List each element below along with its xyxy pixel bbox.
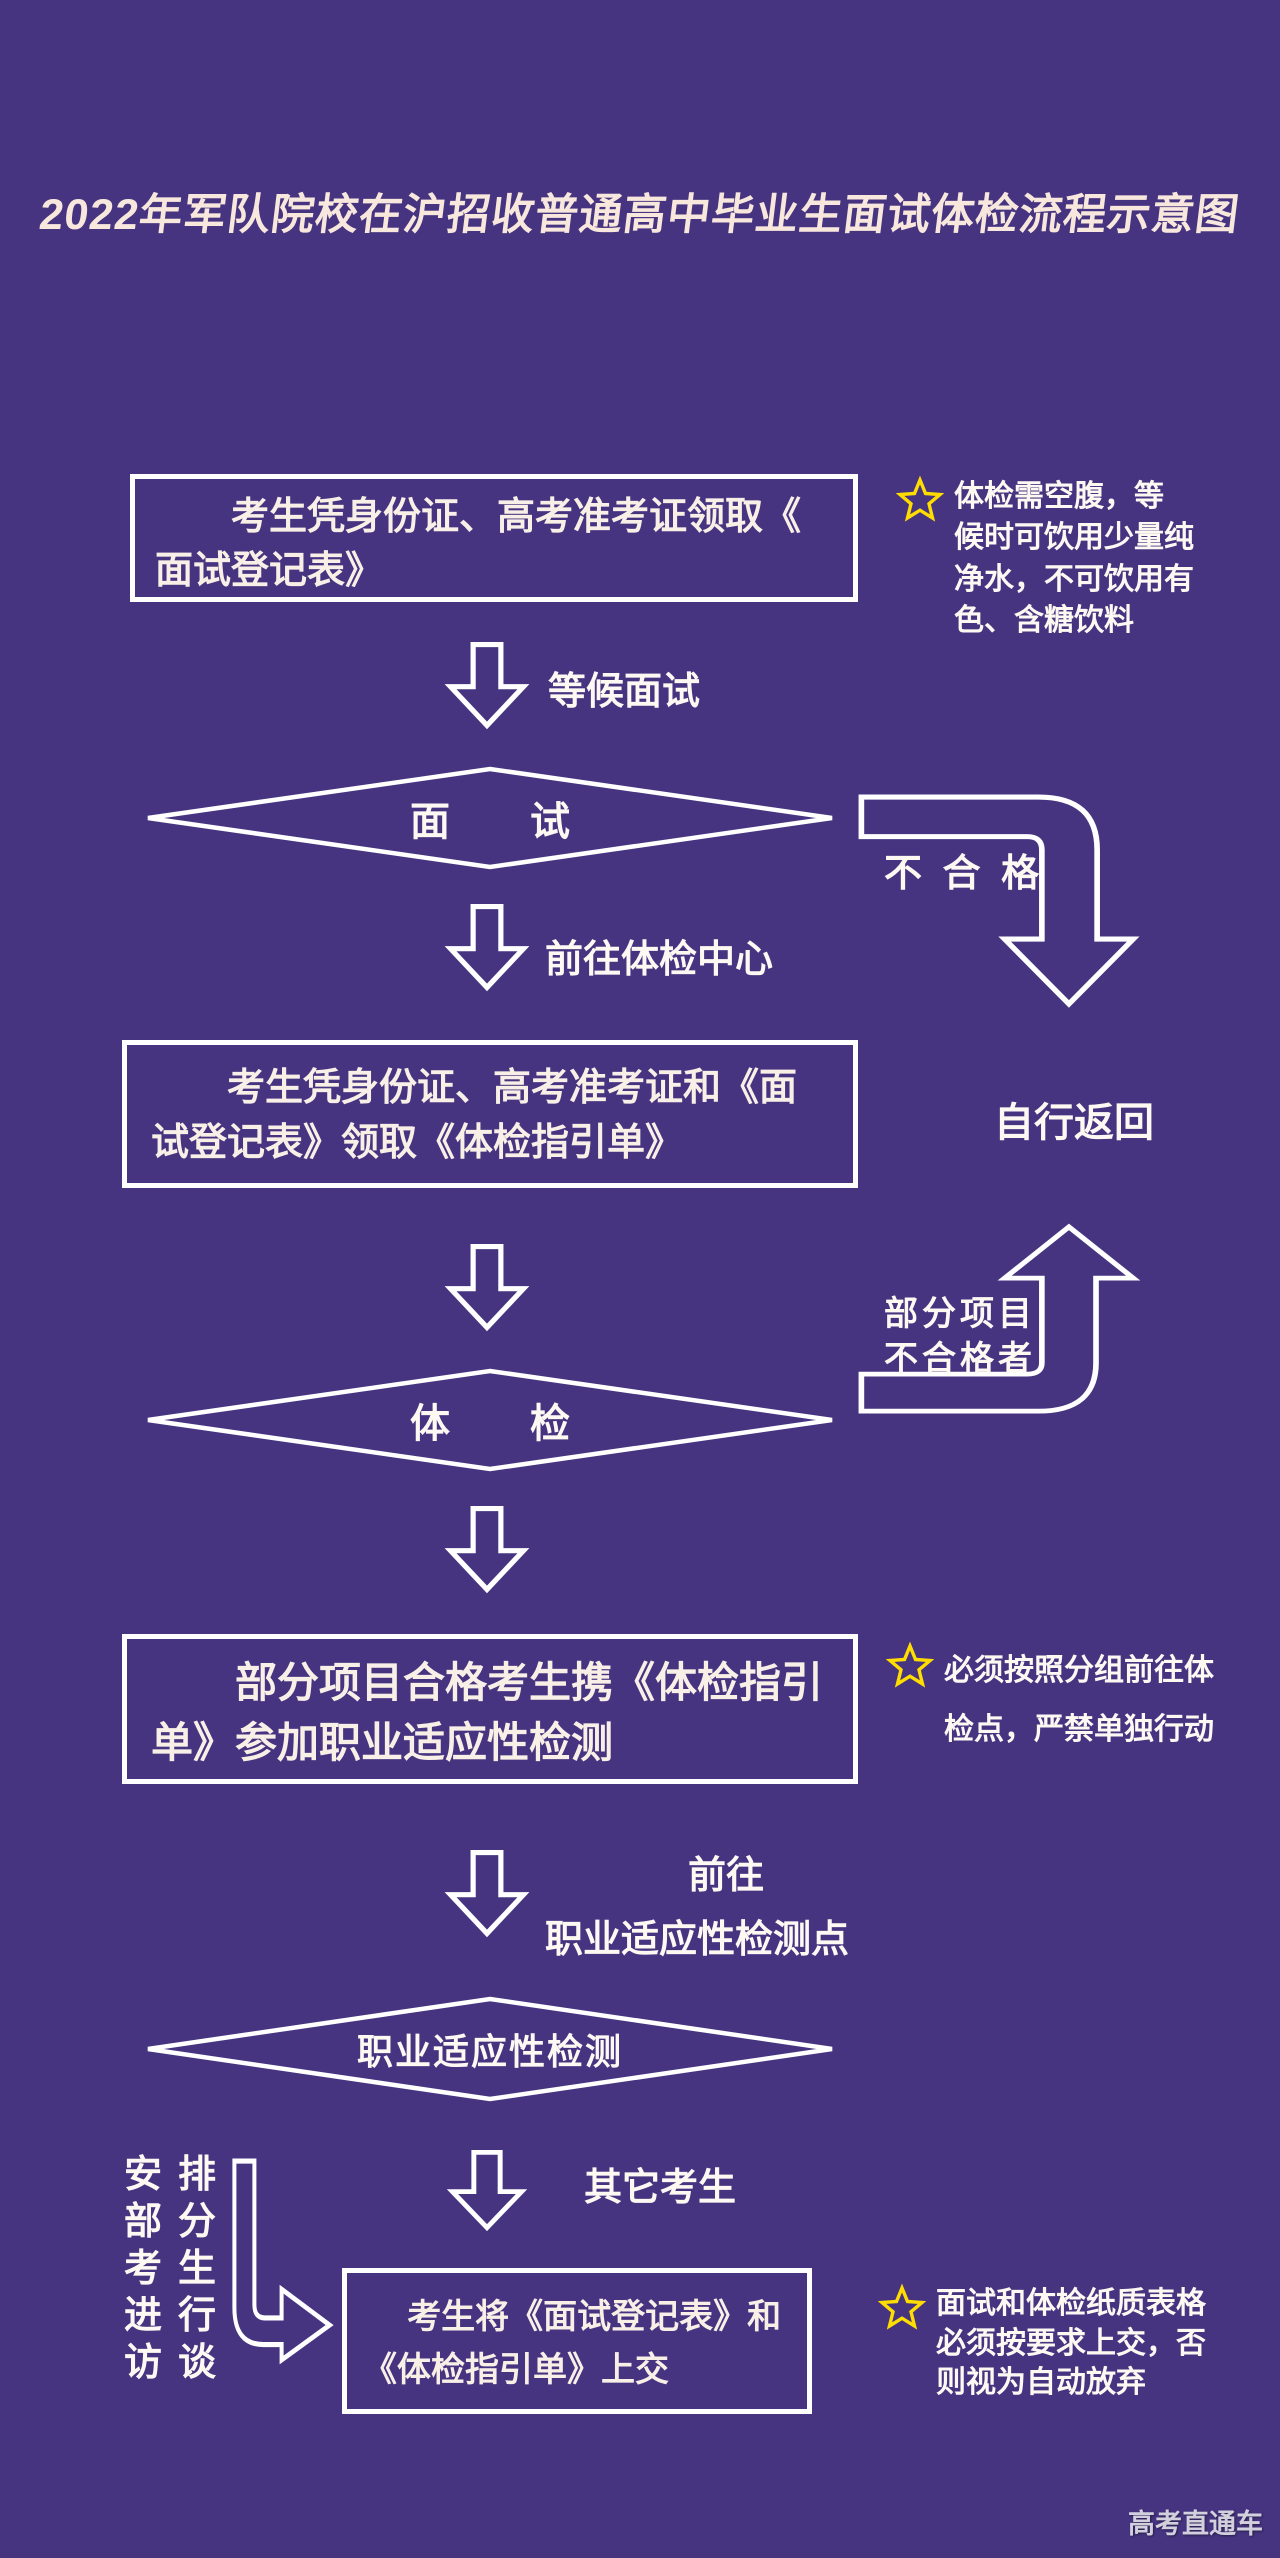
label-arrange-row: 进行 — [124, 2295, 233, 2337]
down-arrow-icon — [444, 642, 530, 730]
note-line: 必须按要求上交，否 — [936, 2326, 1206, 2360]
step-box-line: 面试登记表》 — [155, 549, 384, 592]
step-box-line: 单》参加职业适应性检测 — [151, 1718, 614, 1766]
star-icon — [895, 475, 945, 522]
watermark: 高考直通车 — [1128, 2509, 1263, 2539]
step-box-get-guide-form: 考生凭身份证、高考准考证和《面 试登记表》领取《体检指引单》 — [122, 1040, 858, 1188]
label-other-candidates: 其它考生 — [584, 2167, 737, 2209]
step-box-line: 考生将《面试登记表》和 — [407, 2298, 782, 2336]
label-partial-fail-line: 部分项目 — [884, 1295, 1036, 1333]
step-box-line: 考生凭身份证、高考准考证和《面 — [227, 1067, 798, 1109]
note-line: 色、含糖饮料 — [954, 604, 1134, 638]
label-go-to: 前往 — [688, 1855, 765, 1897]
label-arrange-row: 安排 — [124, 2154, 233, 2196]
note-line: 检点，严禁单独行动 — [944, 1712, 1214, 1746]
down-arrow-icon — [444, 1506, 530, 1594]
elbow-arrow-right-down-icon — [858, 794, 1140, 1008]
label-wait-interview: 等候面试 — [548, 671, 701, 713]
note-line: 体检需空腹，等 — [954, 480, 1164, 513]
note-line: 净水，不可饮用有 — [954, 562, 1194, 596]
step-box-line: 《体检指引单》上交 — [363, 2350, 669, 2389]
diamond-shape — [147, 1996, 833, 2102]
step-box-get-interview-form: 考生凭身份证、高考准考证领取《 面试登记表》 — [130, 474, 858, 602]
decision-label: 职业适应性检测 — [356, 2031, 623, 2072]
label-arrange-row: 访谈 — [124, 2342, 233, 2384]
step-box-line: 考生凭身份证、高考准考证领取《 — [231, 496, 802, 538]
label-self-return: 自行返回 — [994, 1101, 1154, 1145]
step-box-submit-forms: 考生将《面试登记表》和 《体检指引单》上交 — [342, 2268, 812, 2414]
note-line: 面试和体检纸质表格 — [936, 2287, 1206, 2320]
down-arrow-icon — [444, 1850, 530, 1938]
diamond-shape — [147, 766, 833, 870]
label-arrange-interview: 安排 部分 考生 进行 访谈 — [124, 2152, 232, 2387]
label-partial-fail: 部分项目 不合格者 — [884, 1292, 1036, 1382]
page-title: 2022年军队院校在沪招收普通高中毕业生面试体检流程示意图 — [36, 191, 1243, 239]
label-arrange-row: 考生 — [124, 2248, 233, 2290]
step-box-line: 部分项目合格考生携《体检指引 — [235, 1659, 824, 1706]
down-arrow-icon — [444, 904, 530, 992]
elbow-arrow-down-right-icon — [232, 2158, 334, 2365]
decision-interview: 面 试 — [145, 766, 835, 870]
note-submit: 面试和体检纸质表格 必须按要求上交，否 则视为自动放弃 — [877, 2283, 1240, 2403]
step-box-aptitude-test: 部分项目合格考生携《体检指引 单》参加职业适应性检测 — [122, 1634, 858, 1784]
decision-physical-exam: 体 检 — [145, 1368, 835, 1472]
decision-aptitude-test: 职业适应性检测 — [145, 1996, 835, 2102]
label-aptitude-point: 职业适应性检测点 — [545, 1919, 850, 1961]
star-icon — [885, 1641, 935, 1688]
down-arrow-icon — [444, 1244, 530, 1332]
label-partial-fail-line: 不合格者 — [884, 1339, 1036, 1378]
decision-label: 面 试 — [410, 800, 570, 844]
note-group: 必须按照分组前往体 检点，严禁单独行动 — [885, 1641, 1248, 1759]
note-line: 候时可饮用少量纯 — [954, 521, 1194, 555]
note-line: 则视为自动放弃 — [936, 2366, 1146, 2400]
diamond-shape — [147, 1368, 833, 1472]
note-line: 必须按照分组前往体 — [944, 1654, 1214, 1687]
elbow-arrow-right-up-icon — [858, 1223, 1141, 1414]
label-arrange-row: 部分 — [124, 2201, 233, 2243]
decision-label: 体 检 — [410, 1402, 570, 1446]
star-icon — [877, 2283, 927, 2330]
label-fail: 不 合 格 — [884, 853, 1045, 895]
label-go-center: 前往体检中心 — [545, 939, 774, 981]
step-box-line: 试登记表》领取《体检指引单》 — [151, 1122, 684, 1165]
note-fasting: 体检需空腹，等 候时可饮用少量纯 净水，不可饮用有 色、含糖饮料 — [895, 475, 1228, 642]
down-arrow-icon — [446, 2150, 528, 2232]
